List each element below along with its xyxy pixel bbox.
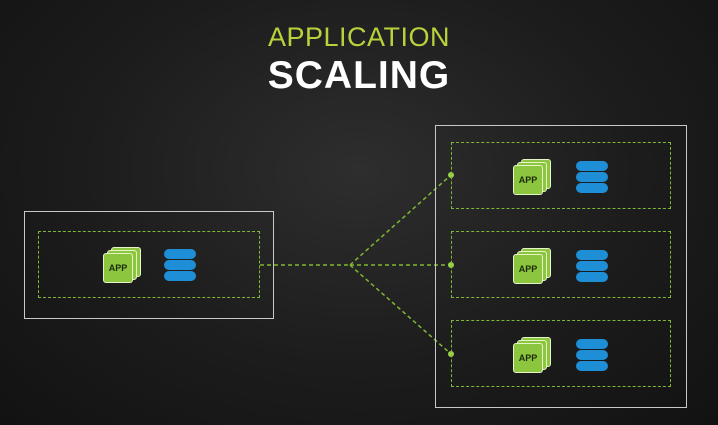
app-stack-icon: APP bbox=[513, 159, 551, 195]
title-block: APPLICATION SCALING bbox=[0, 20, 718, 98]
right-server-slot-3 bbox=[451, 320, 671, 387]
connector-branch-bottom bbox=[349, 264, 452, 355]
database-icon bbox=[576, 161, 608, 193]
app-stack-icon: APP bbox=[513, 248, 551, 284]
app-label: APP bbox=[108, 263, 128, 273]
app-label: APP bbox=[518, 264, 538, 274]
database-icon bbox=[164, 249, 196, 281]
app-label: APP bbox=[518, 175, 538, 185]
connector-branch-top bbox=[349, 174, 452, 266]
database-icon bbox=[576, 339, 608, 371]
left-server-frame bbox=[24, 211, 274, 319]
title-scaling: SCALING bbox=[267, 54, 451, 97]
app-stack-icon: APP bbox=[103, 247, 141, 283]
database-icon bbox=[576, 250, 608, 282]
title-application: APPLICATION bbox=[267, 22, 451, 52]
app-label: APP bbox=[518, 353, 538, 363]
right-server-slot-1 bbox=[451, 142, 671, 209]
right-cluster-frame bbox=[435, 125, 687, 408]
app-stack-icon: APP bbox=[513, 337, 551, 373]
left-server-slot bbox=[38, 231, 260, 298]
right-server-slot-2 bbox=[451, 231, 671, 298]
